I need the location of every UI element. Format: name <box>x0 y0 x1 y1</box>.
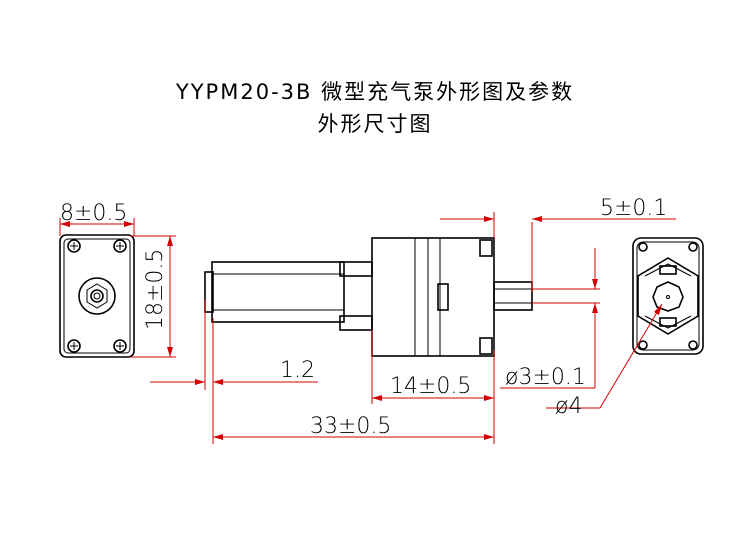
end-plate-inner <box>63 238 131 354</box>
left-end-view <box>59 234 135 358</box>
nozzle-slot-bottom <box>659 317 677 327</box>
dimension-offset-1-2: 1.2 <box>150 300 318 390</box>
dimension-label-width: 8±0.5 <box>60 201 127 226</box>
nozzle-center <box>666 295 670 299</box>
dimension-width-8: 8±0.5 <box>59 201 135 236</box>
hole-top-right <box>688 242 698 252</box>
nozzle-slot-top <box>659 265 677 275</box>
housing-corner-top <box>479 239 493 257</box>
drawing-title: YYPM20-3B 微型充气泵外形图及参数 <box>175 80 575 104</box>
housing-corner-bottom <box>479 337 493 355</box>
rear-shaft-nub <box>204 271 214 313</box>
end-plate-outline <box>59 234 135 358</box>
screw-top-left <box>67 239 81 253</box>
dimension-height-18: 18±0.5 <box>130 235 176 358</box>
motor-body <box>211 261 345 323</box>
screw-bottom-left <box>67 339 81 353</box>
pump-housing <box>371 237 495 357</box>
nozzle-octagon <box>652 281 684 312</box>
drawing-subtitle: 外形尺寸图 <box>317 112 433 136</box>
screw-bottom-right <box>113 339 127 353</box>
dimension-nozzle-5: 5±0.1 <box>440 196 676 292</box>
dimension-label-outlet-diameter: ø4 <box>555 394 582 419</box>
dimension-diameter-4: ø4 <box>546 303 663 419</box>
hole-top-left <box>638 242 648 252</box>
pump-face-inner <box>636 241 700 351</box>
dimension-length-14: 14±0.5 <box>371 330 495 444</box>
housing-clip <box>437 283 449 311</box>
dimension-diameter-3: ø3±0.1 <box>500 248 600 390</box>
right-end-view <box>632 237 704 355</box>
air-nozzle <box>493 281 533 311</box>
screw-top-right <box>113 239 127 253</box>
hole-bottom-right <box>688 340 698 350</box>
dimension-label-total-length: 33±0.5 <box>310 414 391 439</box>
dimension-label-nozzle-length: 5±0.1 <box>600 196 667 221</box>
dimension-label-nozzle-diameter: ø3±0.1 <box>505 365 586 390</box>
nozzle-hex-frame <box>637 257 699 335</box>
hole-bottom-left <box>638 340 648 350</box>
pump-face-outline <box>632 237 704 355</box>
dimension-label-pump-length: 14±0.5 <box>390 374 471 399</box>
pump-side-view <box>204 237 533 357</box>
dimension-length-33: 33±0.5 <box>212 330 494 444</box>
dimension-label-offset: 1.2 <box>280 358 315 383</box>
dimension-label-height: 18±0.5 <box>143 249 168 330</box>
motor-shaft-boss <box>78 277 116 315</box>
